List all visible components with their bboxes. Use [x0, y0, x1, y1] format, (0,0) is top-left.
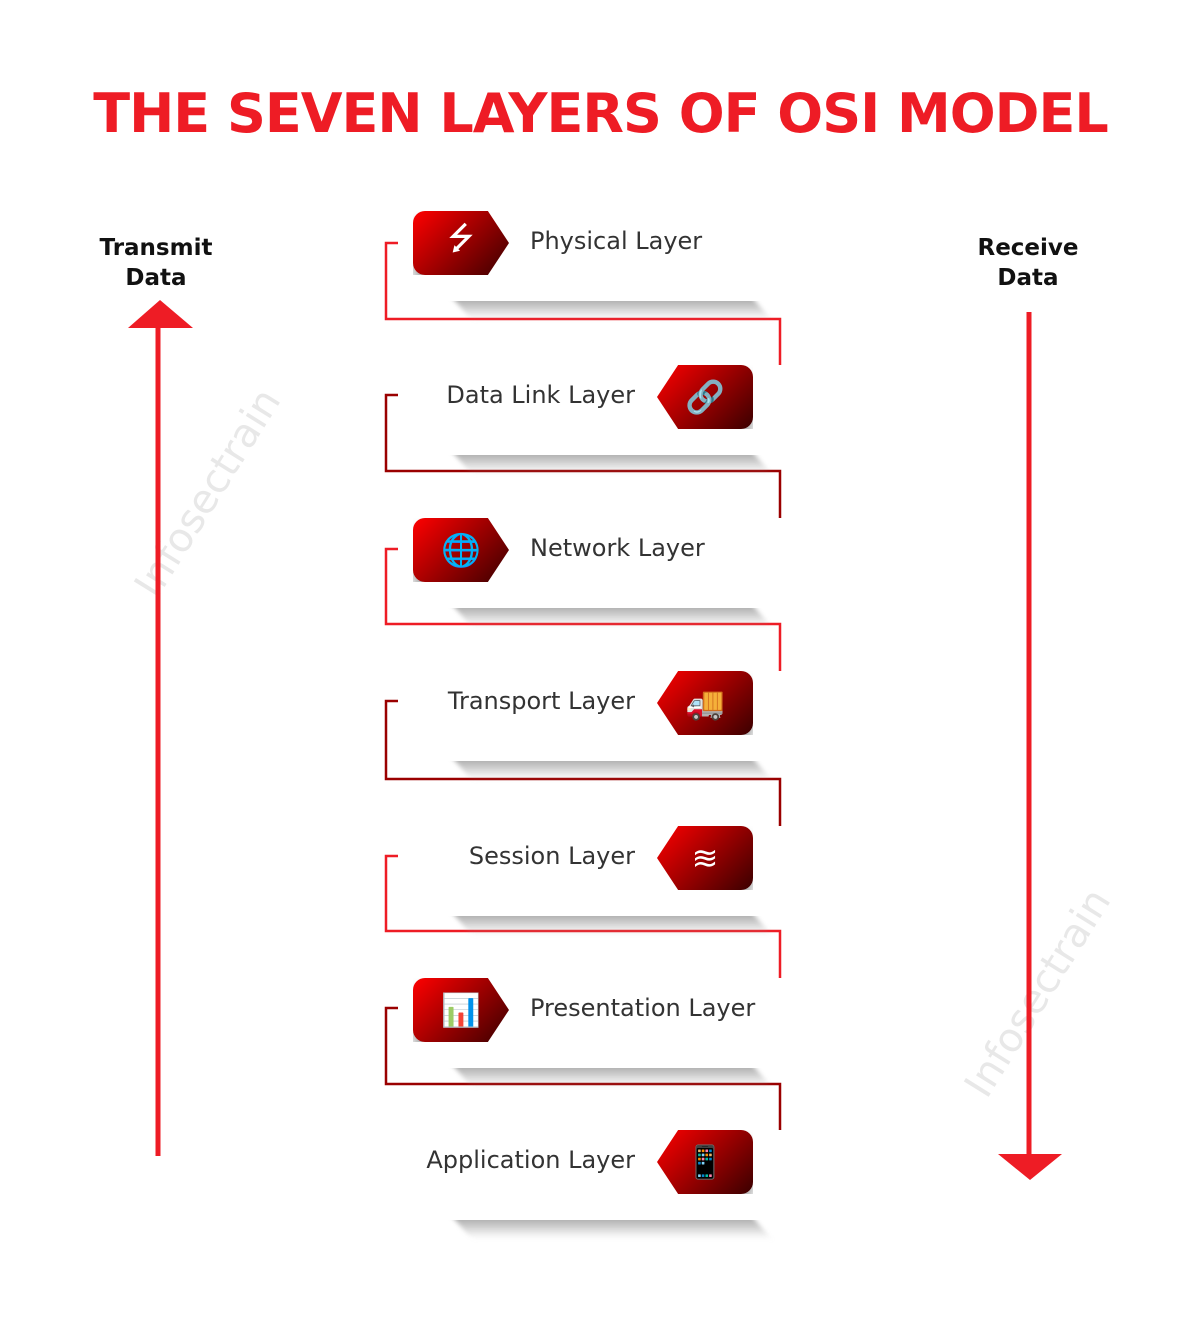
- layers-stack-icon: ≋: [657, 826, 753, 890]
- layer-transport-layer: 🚚 Transport Layer: [400, 671, 785, 779]
- page-title: THE SEVEN LAYERS OF OSI MODEL: [93, 82, 1109, 145]
- layer-label: Application Layer: [426, 1146, 635, 1174]
- layer-physical-layer: ⭍ Physical Layer: [400, 211, 785, 319]
- app-devices-icon: 📱: [657, 1130, 753, 1194]
- layer-label: Physical Layer: [530, 227, 703, 255]
- transmit-label-line2: Data: [125, 265, 187, 291]
- layer-session-layer: ≋ Session Layer: [400, 826, 785, 934]
- layer-application-layer: 📱 Application Layer: [400, 1130, 785, 1238]
- transmit-arrow-head: [128, 300, 193, 328]
- globe-network-icon: 🌐: [413, 518, 509, 582]
- receive-arrow-head: [998, 1154, 1062, 1180]
- receive-label-line2: Data: [997, 265, 1059, 291]
- receive-label-line1: Receive: [977, 235, 1079, 261]
- layer-label: Transport Layer: [447, 687, 635, 715]
- usb-icon: ⭍: [413, 211, 509, 275]
- layer-data-link-layer: 🔗 Data Link Layer: [400, 365, 785, 473]
- layer-label: Presentation Layer: [530, 994, 756, 1022]
- layer-label: Network Layer: [530, 534, 705, 562]
- link-icon: 🔗: [657, 365, 753, 429]
- layer-label: Data Link Layer: [446, 381, 635, 409]
- presenter-board-icon: 📊: [413, 978, 509, 1042]
- layer-presentation-layer: 📊 Presentation Layer: [400, 978, 785, 1086]
- layer-network-layer: 🌐 Network Layer: [400, 518, 785, 626]
- transmit-label-line1: Transmit: [99, 235, 213, 261]
- layer-label: Session Layer: [468, 842, 635, 870]
- delivery-truck-shield-icon: 🚚: [657, 671, 753, 735]
